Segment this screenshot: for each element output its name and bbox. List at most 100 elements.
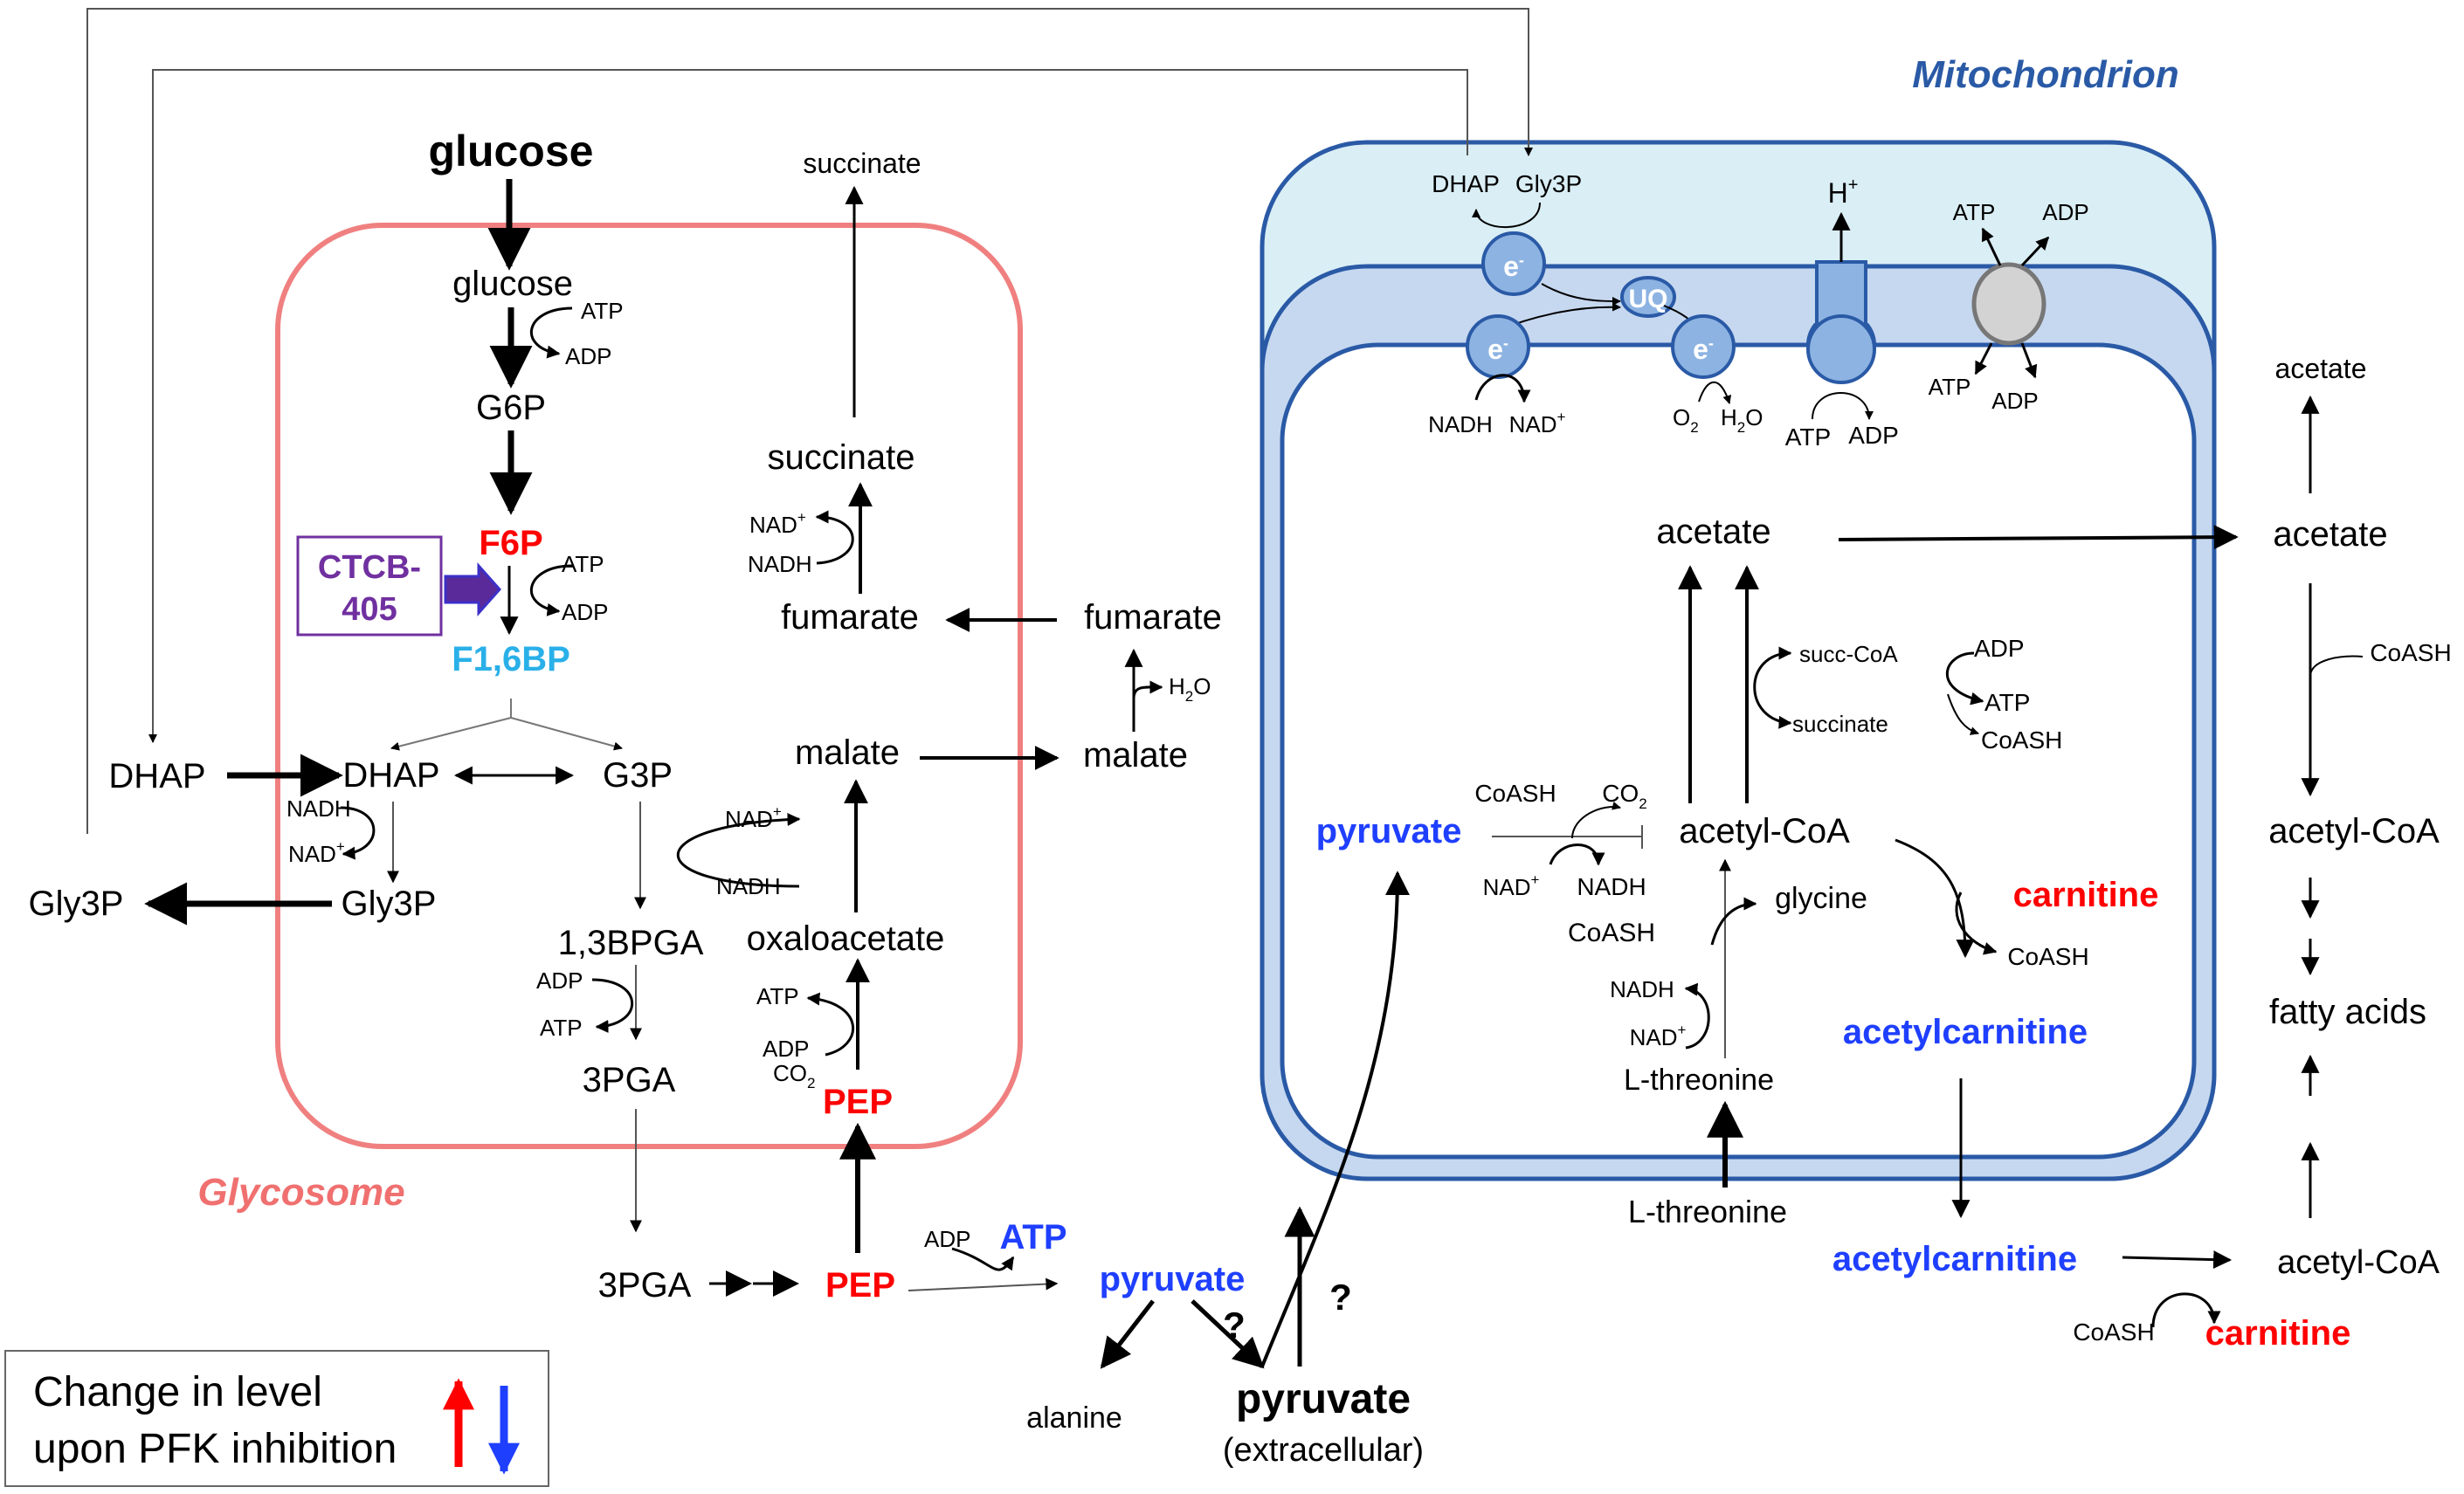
adp-pyk: ADP — [924, 1226, 970, 1252]
acetylcarnitine-mito: acetylcarnitine — [1843, 1013, 2088, 1051]
inhibitor-name-1: CTCB- — [318, 549, 421, 586]
adp-pepck: ADP — [763, 1036, 809, 1062]
atp-synthase-adp: ADP — [1848, 422, 1899, 449]
atp-synthase-atp: ATP — [1785, 423, 1831, 451]
translocase-adp-in: ADP — [1991, 388, 2038, 414]
electron-3: e- — [1693, 334, 1714, 365]
adp-pgk: ADP — [536, 967, 583, 994]
gly3p-glycosome: Gly3P — [342, 885, 437, 923]
nadh-tdh: NADH — [1610, 976, 1674, 1002]
legend-line-1: Change in level — [33, 1369, 322, 1415]
mitochondrion — [1260, 140, 2217, 1181]
fumarate-glycosome: fumarate — [781, 598, 919, 637]
pyruvate-mito: pyruvate — [1316, 812, 1462, 850]
inhibitor-box: CTCB- 405 — [296, 535, 443, 637]
3pga-glycosome: 3PGA — [583, 1061, 676, 1099]
translocase-atp-in: ATP — [1929, 374, 1971, 400]
adp-pfk: ADP — [562, 599, 608, 625]
gly3p-mito: Gly3P — [1515, 170, 1582, 197]
electron-2: e- — [1487, 334, 1508, 365]
coash-threonine: CoASH — [1568, 919, 1655, 947]
glycosome-membrane — [275, 223, 1023, 1149]
dhap-cytosol: DHAP — [108, 757, 205, 795]
nadh-complex-i: NADH — [1428, 411, 1493, 437]
inhibitor-name-2: 405 — [342, 591, 397, 628]
acetyl-coa-mito: acetyl-CoA — [1679, 812, 1850, 850]
translocase-atp-out: ATP — [1953, 199, 1996, 225]
gly3p-dhap-shuttle — [86, 8, 1533, 834]
3pga-cytosol: 3PGA — [598, 1266, 692, 1305]
acetate-cytosol: acetate — [2273, 515, 2387, 554]
succinate-glycosome: succinate — [768, 438, 915, 477]
pep-glycosome: PEP — [823, 1083, 893, 1121]
atp-pyk: ATP — [999, 1218, 1066, 1256]
coash-pdh: CoASH — [1474, 780, 1556, 807]
coash-cat: CoASH — [2007, 943, 2088, 970]
transporter-icon — [1971, 262, 2046, 346]
oxaloacetate: oxaloacetate — [747, 919, 945, 958]
acetylcarnitine-cytosol: acetylcarnitine — [1832, 1240, 2077, 1278]
pyruvate-extracellular: pyruvate — [1236, 1376, 1411, 1422]
co2-pepck: CO2 — [773, 1060, 815, 1091]
atp-synthase-icon — [1806, 260, 1876, 384]
atp-pgk: ATP — [540, 1015, 583, 1041]
acetate-excreted: acetate — [2275, 353, 2367, 384]
threonine-cytosol: L-threonine — [1628, 1194, 1787, 1229]
adp-scs: ADP — [1974, 635, 2025, 662]
g3p-glycosome: G3P — [603, 756, 673, 795]
f16bp: F1,6BP — [452, 640, 570, 678]
alanine: alanine — [1026, 1401, 1122, 1435]
atp-pfk: ATP — [562, 551, 604, 577]
malate-glycosome: malate — [795, 733, 900, 772]
electron-1: e- — [1503, 251, 1524, 282]
nadh-frd: NADH — [748, 551, 812, 577]
pep-cytosol: PEP — [825, 1266, 895, 1305]
h2o-fumarase: H2O — [1169, 673, 1211, 705]
translocase-adp-out: ADP — [2042, 199, 2088, 225]
atp-hexokinase: ATP — [581, 298, 624, 324]
proton: H+ — [1828, 176, 1859, 209]
carnitine-mito: carnitine — [2013, 876, 2159, 914]
pyruvate-cytosol: pyruvate — [1100, 1260, 1246, 1298]
atp-pepck: ATP — [756, 983, 799, 1009]
nad-pdh: NAD+ — [1483, 871, 1540, 900]
nadh-pdh: NADH — [1577, 873, 1646, 900]
f6p: F6P — [479, 524, 542, 562]
legend-line-2: upon PFK inhibition — [33, 1426, 397, 1472]
co2-pdh: CO2 — [1602, 780, 1646, 812]
ubiquinone-icon: UQ — [1620, 276, 1676, 318]
aox-icon: e- — [1671, 314, 1736, 379]
inhibitor-arrow-icon — [444, 562, 502, 616]
unknown-transport-1: ? — [1223, 1305, 1246, 1346]
malate-cytosol: malate — [1083, 736, 1188, 775]
succinate-mito: succinate — [1792, 711, 1888, 737]
mitochondrion-label: Mitochondrion — [1912, 53, 2179, 96]
nadh-gapdh: NADH — [716, 873, 781, 899]
g6p: G6P — [476, 389, 546, 427]
glycine: glycine — [1775, 882, 1867, 915]
acetyl-coa-bottom: acetyl-CoA — [2277, 1244, 2440, 1281]
acetate-mito: acetate — [1656, 513, 1770, 551]
adp-hexokinase: ADP — [565, 343, 611, 369]
acetyl-coa-right: acetyl-CoA — [2268, 812, 2440, 850]
nad-complex-i: NAD+ — [1509, 409, 1566, 437]
dhap-mito: DHAP — [1432, 170, 1500, 197]
dhap-glycosome: DHAP — [342, 756, 439, 795]
unknown-transport-2: ? — [1329, 1277, 1352, 1318]
nad-frd: NAD+ — [749, 509, 806, 538]
uq: UQ — [1629, 285, 1668, 313]
extracellular-label: (extracellular) — [1223, 1432, 1424, 1469]
glycosome-label: Glycosome — [197, 1171, 404, 1214]
gly3p-cytosol: Gly3P — [29, 885, 124, 923]
fatty-acids: fatty acids — [2269, 993, 2426, 1031]
nadh-g3pdh: NADH — [286, 795, 351, 822]
succ-coa: succ-CoA — [1799, 641, 1898, 667]
complex-i-icon: e- — [1466, 314, 1530, 379]
atp-scs: ATP — [1984, 689, 2030, 716]
coash-bottom: CoASH — [2073, 1318, 2154, 1346]
o2: O2 — [1673, 404, 1699, 436]
nad-g3pdh: NAD+ — [288, 838, 345, 867]
carrier-circle-icon: e- — [1481, 231, 1546, 296]
coash-ascs: CoASH — [2370, 639, 2451, 666]
